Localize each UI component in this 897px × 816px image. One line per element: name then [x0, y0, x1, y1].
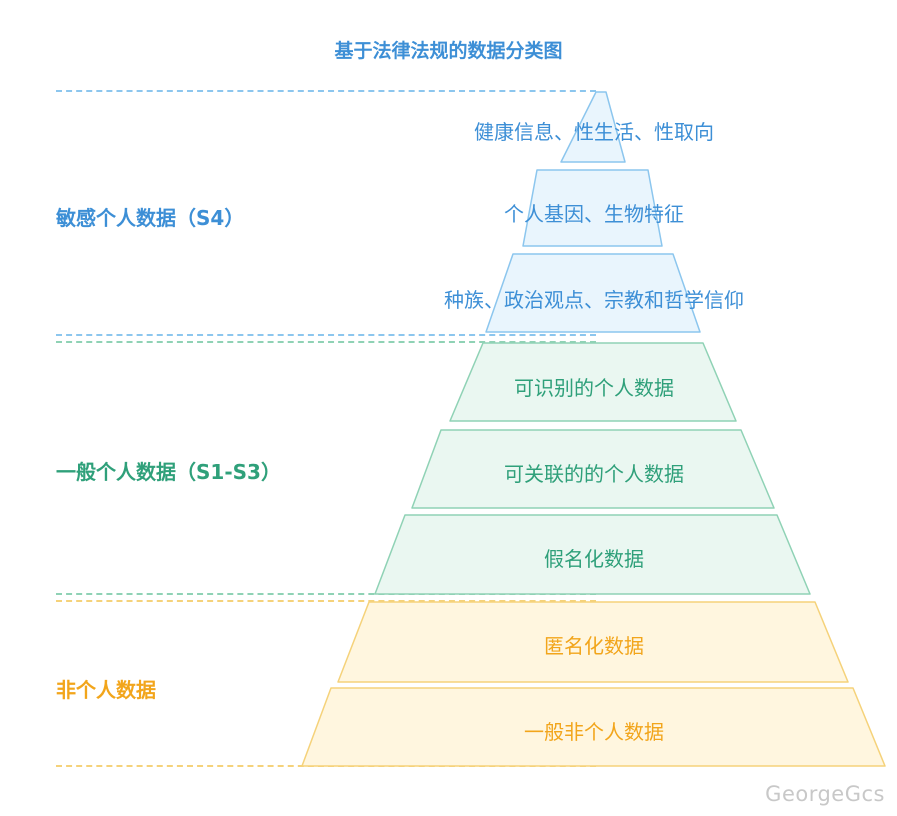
- pyramid-layer-5: [411, 429, 775, 509]
- pyramid-layer-7: [337, 601, 849, 683]
- separator-s4-bottom: [56, 334, 596, 336]
- layer-label-genetic: 个人基因、生物特征: [504, 202, 684, 226]
- pyramid-layer-6: [374, 514, 811, 595]
- layer-label-race-politics-religion: 种族、政治观点、宗教和哲学信仰: [444, 288, 744, 312]
- layer-label-health: 健康信息、性生活、性取向: [474, 120, 714, 144]
- layer-label-anonymized: 匿名化数据: [544, 634, 644, 658]
- separator-top: [56, 90, 596, 92]
- layer-label-general-non-personal: 一般非个人数据: [524, 720, 664, 744]
- layer-label-pseudonymized: 假名化数据: [544, 547, 644, 571]
- layer-label-linkable: 可关联的的个人数据: [504, 462, 684, 486]
- separator-general-bottom: [56, 593, 596, 595]
- group-label-non-personal: 非个人数据: [56, 678, 156, 702]
- separator-nonpersonal-top: [56, 600, 596, 602]
- group-label-sensitive: 敏感个人数据（S4）: [56, 206, 245, 230]
- pyramid-layer-3: [485, 253, 701, 333]
- layer-label-identifiable: 可识别的个人数据: [514, 376, 674, 400]
- watermark: GeorgeGcs: [765, 782, 885, 806]
- group-label-general: 一般个人数据（S1-S3）: [56, 460, 281, 484]
- pyramid-layer-2: [522, 169, 663, 247]
- pyramid-layer-1: [560, 91, 626, 163]
- separator-general-top: [56, 341, 596, 343]
- pyramid-layer-4: [449, 342, 737, 422]
- pyramid-layer-8: [301, 687, 886, 767]
- diagram-title: 基于法律法规的数据分类图: [334, 40, 563, 62]
